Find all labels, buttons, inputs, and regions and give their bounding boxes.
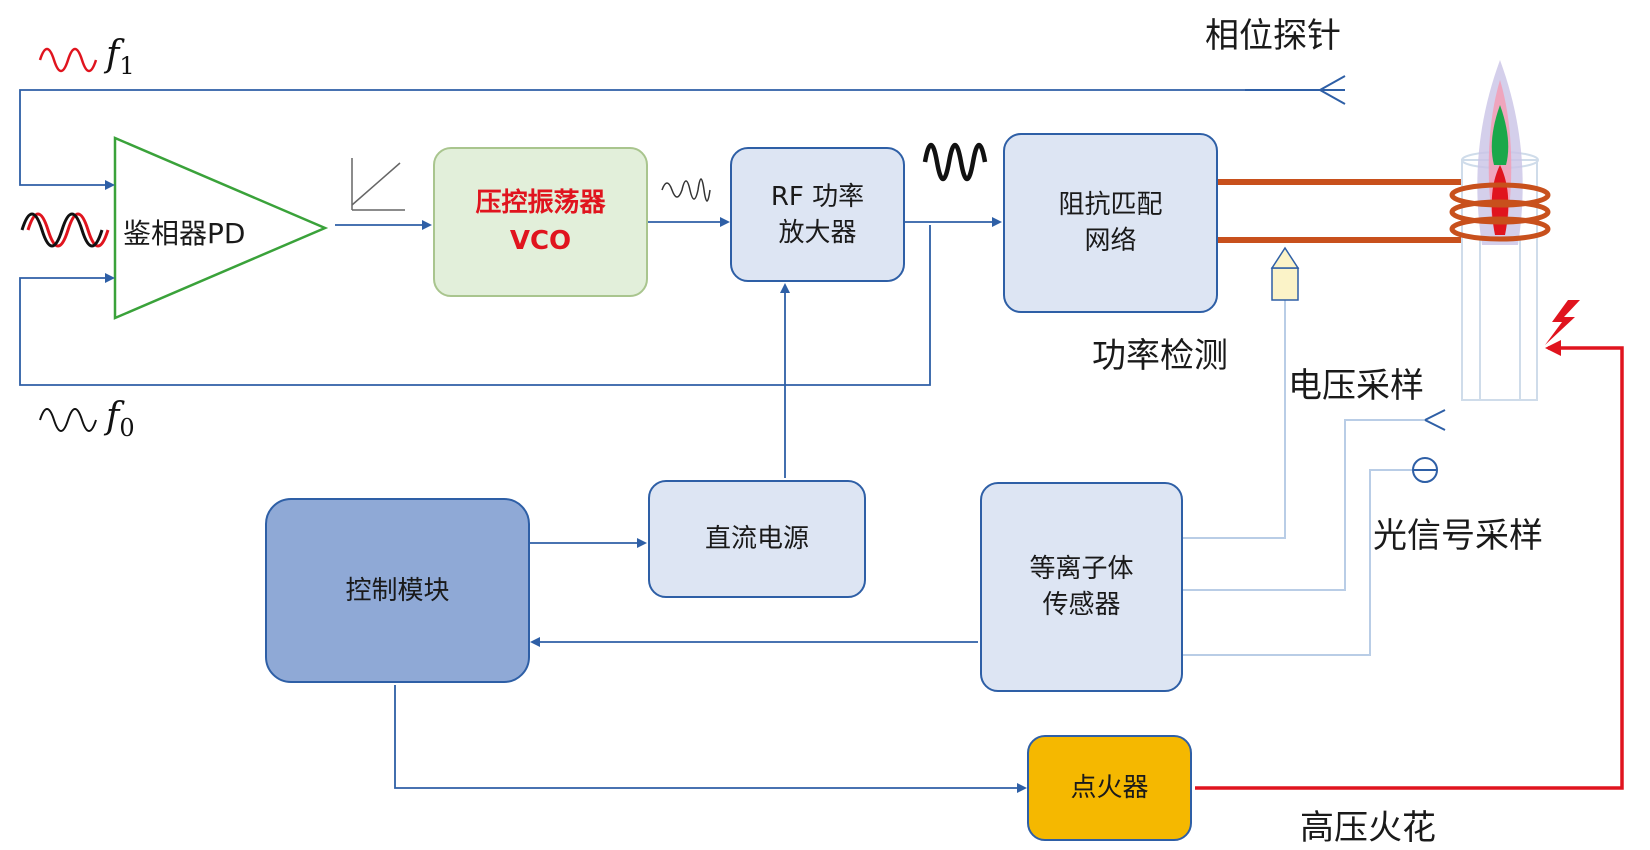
f1-wave-icon [38, 47, 98, 73]
phase-probe-label: 相位探针 [1205, 16, 1341, 56]
matching-network-block: 阻抗匹配 网络 [1003, 133, 1218, 313]
vco-label-en: VCO [509, 226, 572, 256]
phase-detector-label: 鉴相器PD [123, 217, 246, 250]
igniter-block: 点火器 [1027, 735, 1192, 841]
hv-spark-line [1195, 340, 1624, 790]
f1-symbol: f [106, 34, 120, 75]
voltage-sample-label: 电压采样 [1288, 366, 1424, 406]
voltage-probe-icon [1270, 246, 1300, 301]
control-module-block: 控制模块 [265, 498, 530, 683]
f0-label: f0 [106, 396, 135, 442]
plasma-sensor-block: 等离子体 传感器 [980, 482, 1183, 692]
phase-detector-triangle [113, 136, 329, 320]
optical-sample-line-2 [1183, 469, 1412, 656]
vco-block: 压控振荡器 VCO [433, 147, 648, 297]
vco-output-wave-icon [661, 178, 711, 202]
rf-amp-block: RF 功率 放大器 [730, 147, 905, 282]
torch-icon [1449, 60, 1551, 401]
f0-feedback-line [19, 225, 931, 386]
pd-input-wave-black-icon [20, 212, 104, 248]
f1-subscript: 1 [119, 52, 135, 81]
f0-subscript: 0 [119, 414, 135, 443]
f0-wave-icon [39, 408, 97, 432]
lightning-icon [1545, 300, 1580, 345]
pd-input-wave-red-icon [26, 212, 110, 248]
ramp-icon [351, 158, 405, 211]
photodiode-icon [1412, 457, 1438, 483]
f1-feedback-line [19, 89, 1345, 190]
power-detect-label: 功率检测 [1092, 336, 1228, 376]
amp-output-wave-icon [922, 142, 988, 182]
optical-sample-label: 光信号采样 [1373, 516, 1543, 556]
hv-spark-label: 高压火花 [1300, 808, 1436, 848]
phase-probe-antenna-icon [1245, 75, 1346, 105]
vco-label-cn: 压控振荡器 [475, 188, 606, 218]
optical-sample-line-1 [1183, 419, 1425, 591]
f0-symbol: f [106, 396, 120, 437]
antenna-icon [1424, 409, 1446, 431]
dc-supply-block: 直流电源 [648, 480, 866, 598]
voltage-sample-line [1183, 300, 1286, 539]
control-to-igniter-arrow [394, 685, 1027, 793]
f1-label: f1 [106, 34, 135, 80]
